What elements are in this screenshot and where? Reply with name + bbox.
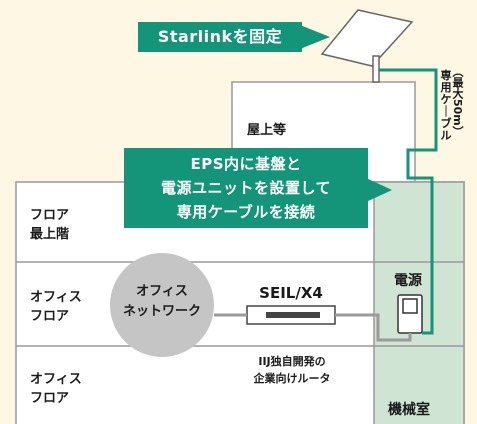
starlink-callout-text: Starlinkを固定: [157, 27, 283, 46]
power-label: 電源: [394, 273, 422, 289]
eps-callout: EPS内に基盤と 電源ユニットを設置して 専用ケーブルを接続: [124, 148, 368, 228]
power-outlet-socket: [402, 298, 418, 314]
eps-callout-pointer: [366, 178, 392, 202]
cable-name-char: 専: [440, 69, 452, 82]
rooftop-label: 屋上等: [247, 123, 287, 138]
cable-length-note: （最大50m）: [451, 66, 464, 137]
router-port-strip: [266, 312, 320, 318]
eps-callout-line: 電源ユニットを設置して: [160, 179, 332, 197]
power-outlet: [397, 294, 423, 334]
cable-name-note: 専 用 ケ ｜ ブ ル: [440, 70, 452, 142]
machine-room-label: 機械室: [388, 402, 430, 418]
router-description: IIJ独自開発の 企業向けルータ: [253, 355, 331, 385]
cable-name-char: ブ: [440, 117, 452, 130]
router-cable: [335, 313, 412, 342]
office-network-label: オフィス ネットワーク: [122, 284, 201, 319]
floor-label-top: フロア 最上階: [30, 208, 70, 242]
floor-label-office-2: オフィス フロア: [30, 372, 82, 406]
router-name: SEIL/X4: [259, 284, 323, 302]
eps-callout-line: EPS内に基盤と: [190, 155, 302, 173]
starlink-callout: Starlinkを固定: [138, 22, 302, 52]
cable-name-char: 用: [440, 81, 452, 94]
cable-name-char: ｜: [440, 105, 452, 118]
starlink-dish: [320, 9, 414, 83]
cable-name-char: ケ: [440, 93, 452, 106]
starlink-callout-pointer: [300, 25, 330, 49]
floor-label-office-1: オフィス フロア: [30, 290, 82, 324]
dedicated-cable: [376, 62, 438, 335]
cable-name-char: ル: [440, 129, 452, 142]
eps-callout-line: 専用ケーブルを接続: [176, 203, 316, 221]
office-network-circle: [110, 253, 214, 357]
